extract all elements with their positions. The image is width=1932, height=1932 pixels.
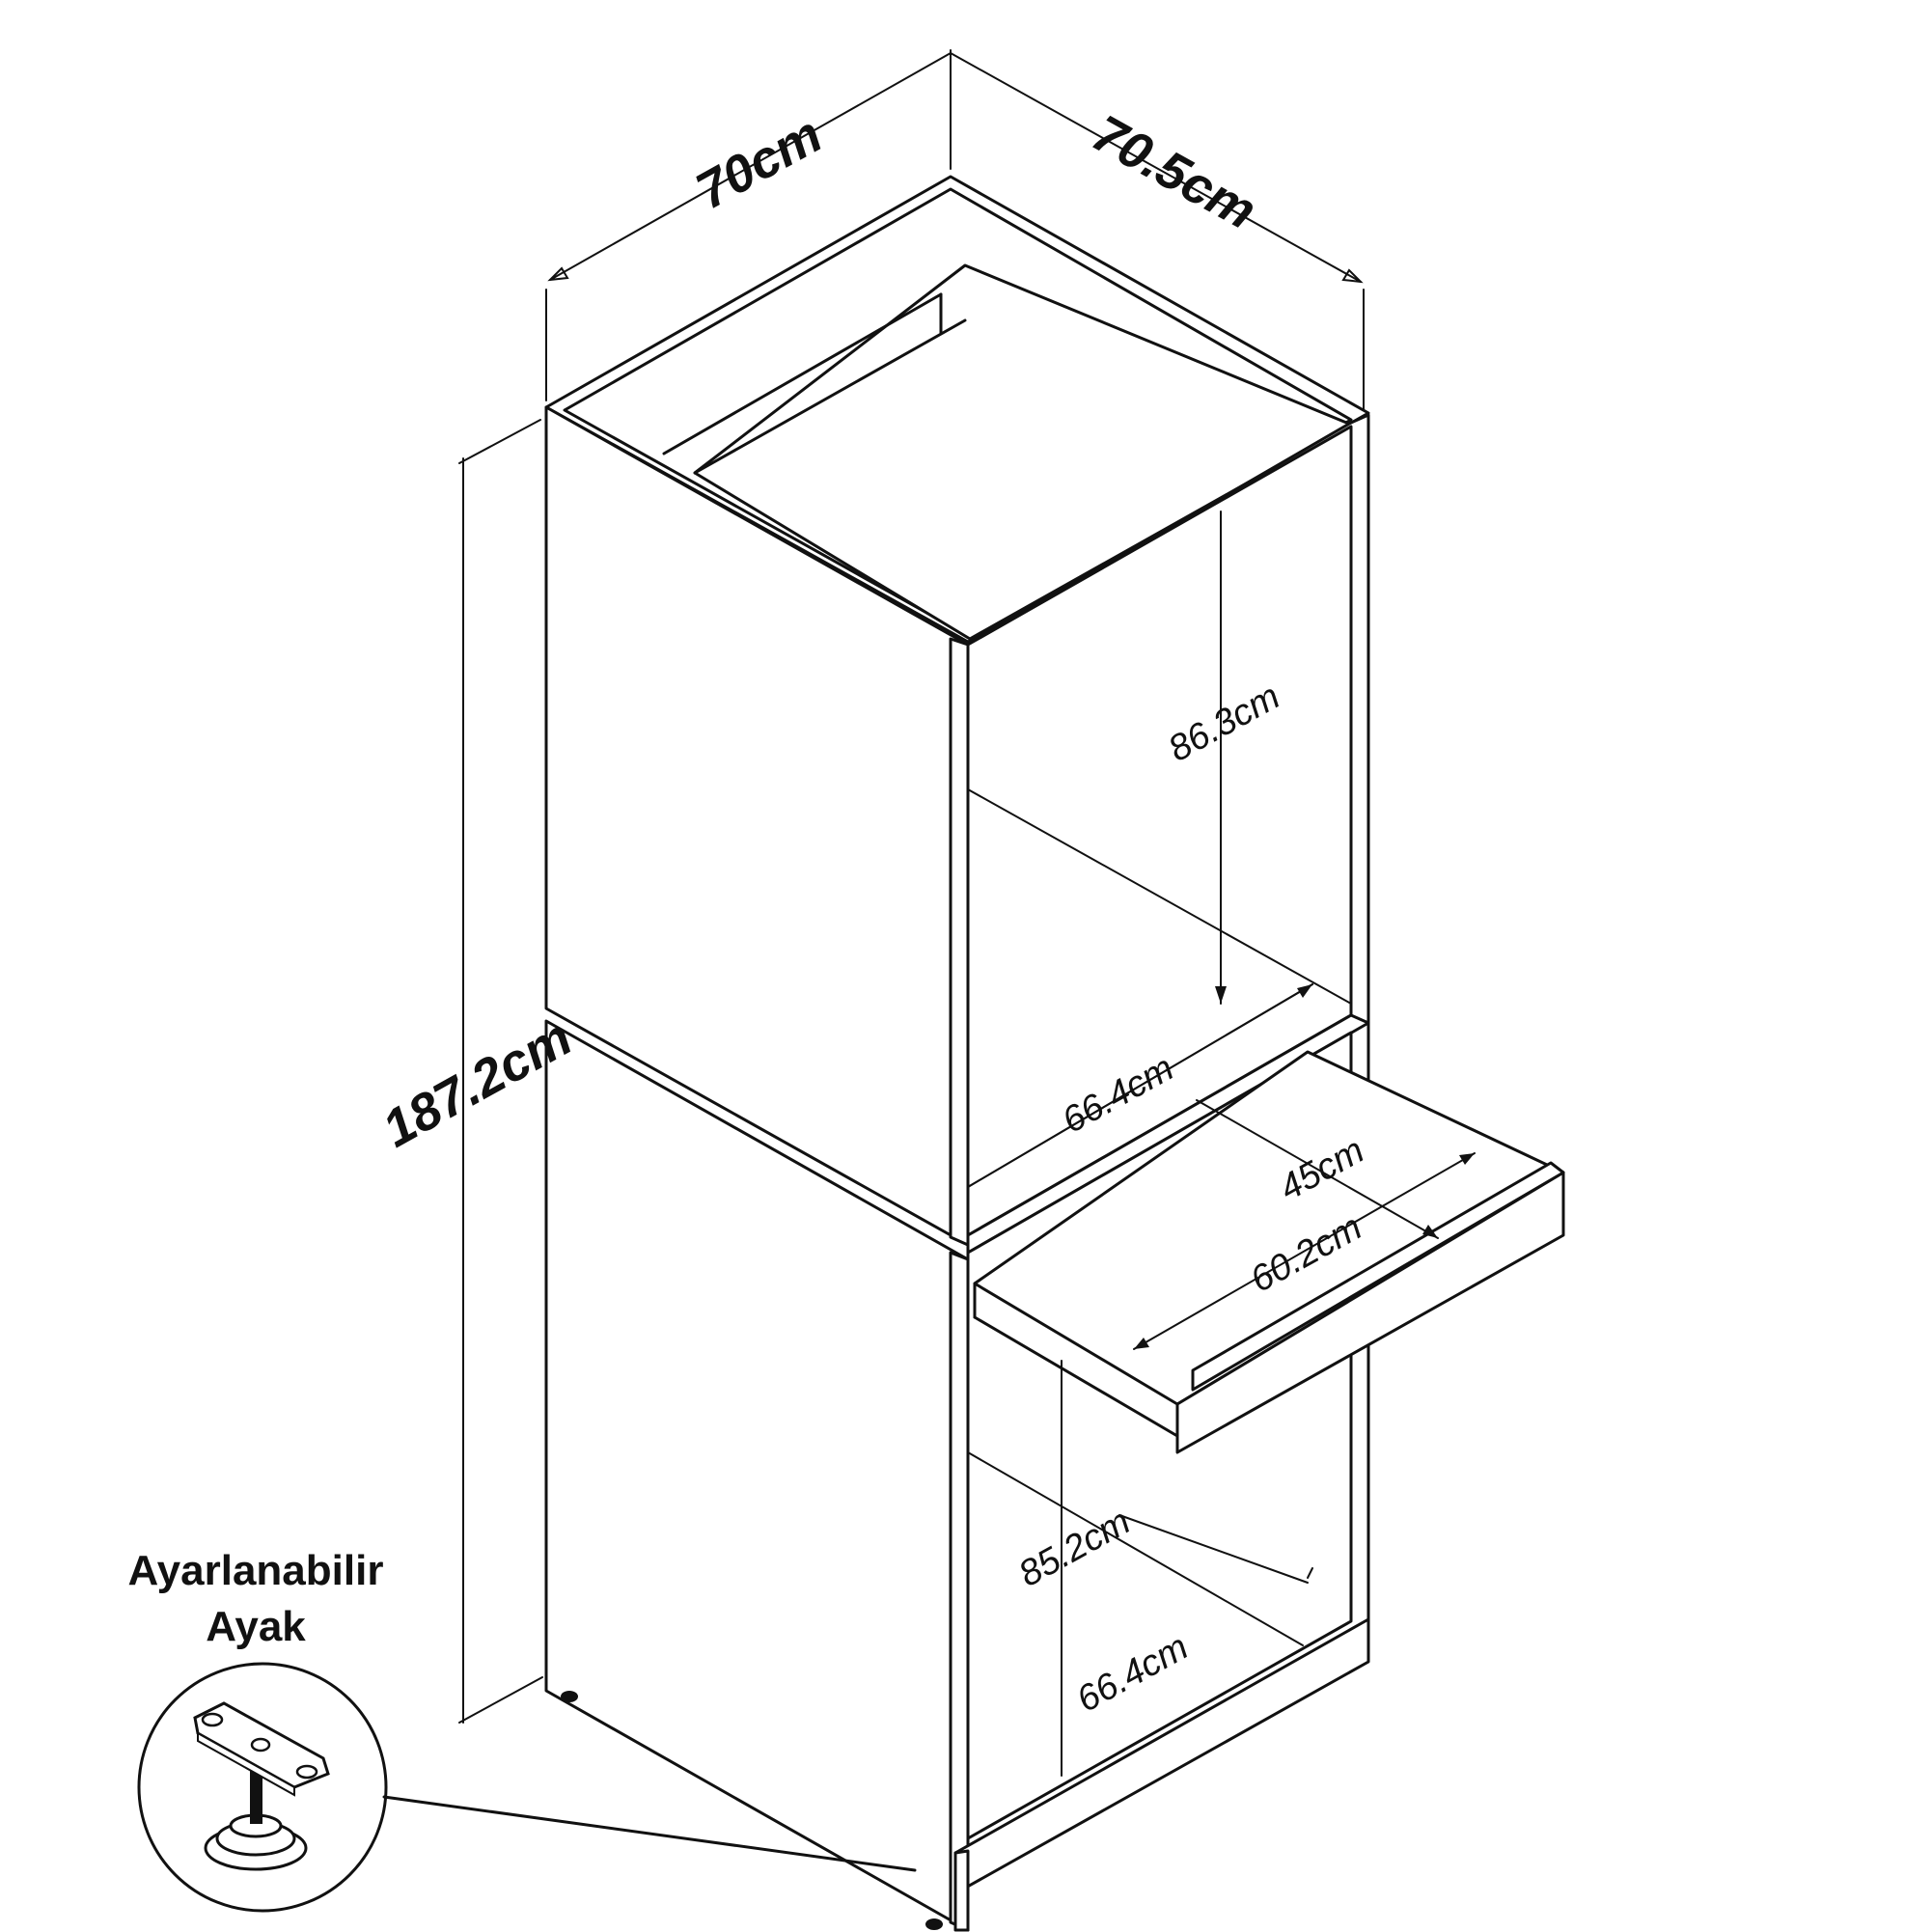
height-dimension-line xyxy=(458,419,543,1724)
cabinet-body xyxy=(544,175,1370,1932)
adjustable-foot-icon xyxy=(193,1701,330,1871)
depth-label: 70.5cm xyxy=(1083,104,1265,240)
callout-line2: Ayak xyxy=(206,1603,306,1650)
inner-dimension-arrows xyxy=(967,511,1476,1584)
top-dimension-lines xyxy=(545,49,1365,416)
width-label: 70cm xyxy=(687,105,832,220)
adjustable-foot-callout: Ayarlanabilir Ayak xyxy=(128,1547,917,1913)
callout-line1: Ayarlanabilir xyxy=(128,1547,384,1594)
